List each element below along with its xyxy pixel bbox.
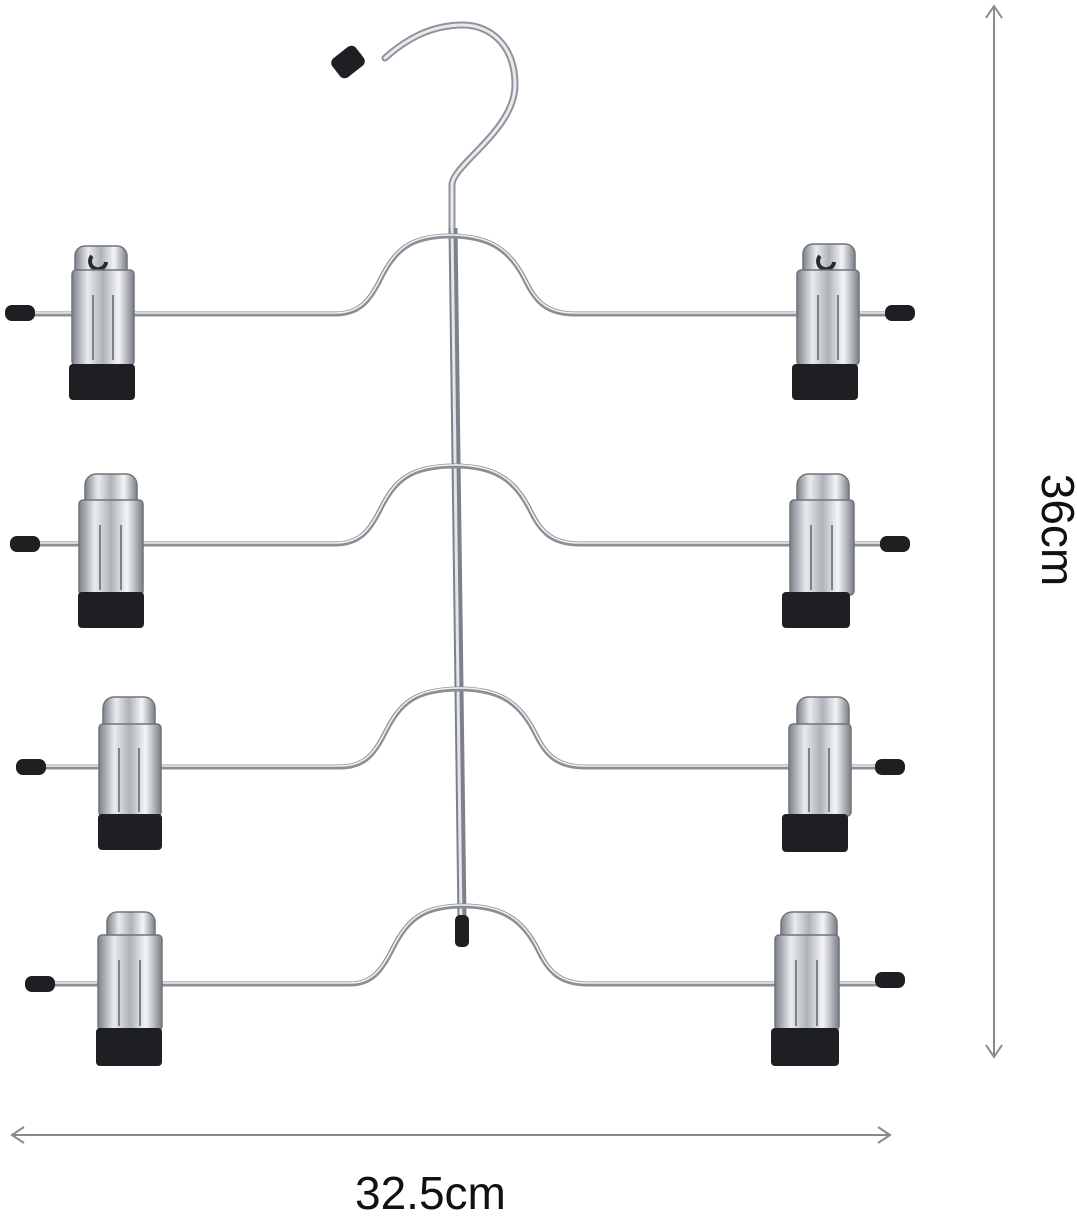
bar-end-cap-right: [875, 972, 905, 988]
bar-end-cap-right: [885, 305, 915, 321]
clip-rubber-pad: [69, 364, 135, 400]
hanger-tier-1: [5, 233, 915, 400]
hanger-tier-4: [25, 903, 905, 1066]
clip-rubber-pad: [792, 364, 858, 400]
clip-right: [782, 473, 855, 628]
hook-cap: [331, 45, 365, 79]
clip-left: [69, 245, 135, 400]
clip-rubber-pad: [96, 1028, 162, 1066]
clip-rubber-pad: [78, 592, 144, 628]
clip-rubber-pad: [771, 1028, 839, 1066]
clip-rubber-pad: [782, 592, 850, 628]
height-dimension-label: 36cm: [1032, 473, 1077, 587]
spine-end-cap: [455, 915, 469, 947]
clip-rubber-pad: [782, 814, 848, 852]
width-dimension-label: 32.5cm: [355, 1167, 506, 1219]
hanger-tier-2: [10, 463, 910, 628]
hanger-tier-3: [16, 686, 905, 852]
clip-right: [792, 243, 860, 400]
clip-rubber-pad: [98, 814, 162, 850]
bar-end-cap-left: [16, 759, 46, 775]
clip-left: [96, 911, 163, 1066]
bar-end-cap-right: [875, 759, 905, 775]
clip-left: [78, 473, 144, 628]
clip-right: [771, 911, 840, 1066]
bar-end-cap-left: [10, 536, 40, 552]
bar-end-cap-left: [5, 305, 35, 321]
hanger-spine: [448, 227, 469, 947]
clip-right: [782, 696, 852, 852]
hanger-hook: [331, 21, 519, 232]
height-dimension-arrow: [985, 4, 1003, 1059]
width-dimension-arrow: [10, 1126, 892, 1144]
clip-left: [98, 696, 162, 850]
bar-end-cap-left: [25, 976, 55, 992]
bar-end-cap-right: [880, 536, 910, 552]
